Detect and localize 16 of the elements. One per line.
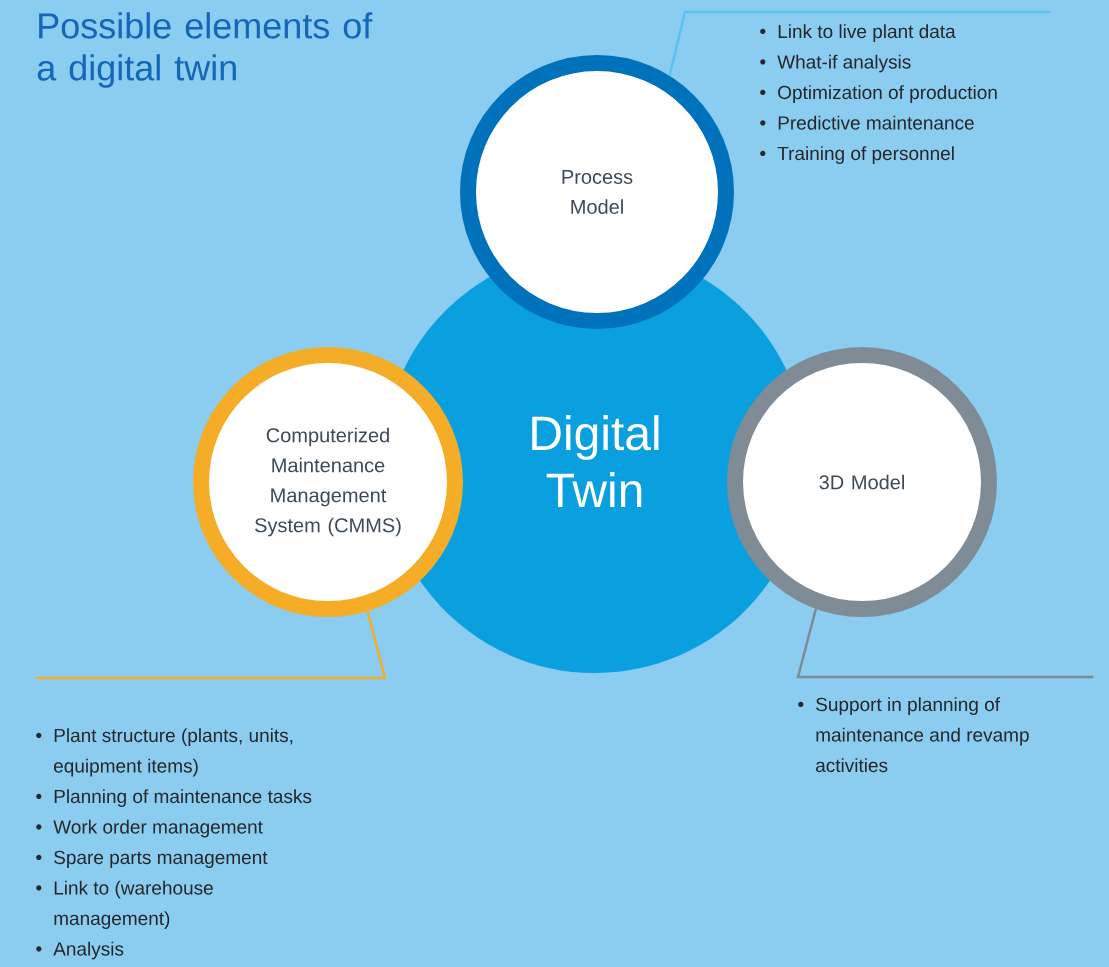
list-item: What-if analysis	[760, 54, 911, 73]
leader-line	[36, 610, 387, 680]
list-item: Optimization of production	[760, 85, 997, 103]
list-item: Planning of maintenance tasks	[36, 789, 312, 807]
list-item: Analysis	[36, 941, 124, 960]
list-item: Support in planning of maintenance and revamp activities	[798, 697, 1029, 773]
list-item: Work order management	[36, 819, 263, 838]
list-item: Predictive maintenance	[760, 115, 974, 130]
list-item: Spare parts management	[36, 850, 268, 868]
list-item: Plant structure (plants, units, equipment items)	[36, 728, 293, 777]
list-item: Training of personnel	[760, 146, 954, 164]
list-item: Link to live plant data	[760, 24, 956, 42]
leader-line	[796, 608, 1094, 679]
leader-line	[668, 10, 1051, 77]
list-item: Link to (warehouse management)	[36, 880, 213, 929]
title: Possible elements of a digital twin	[37, 12, 373, 88]
